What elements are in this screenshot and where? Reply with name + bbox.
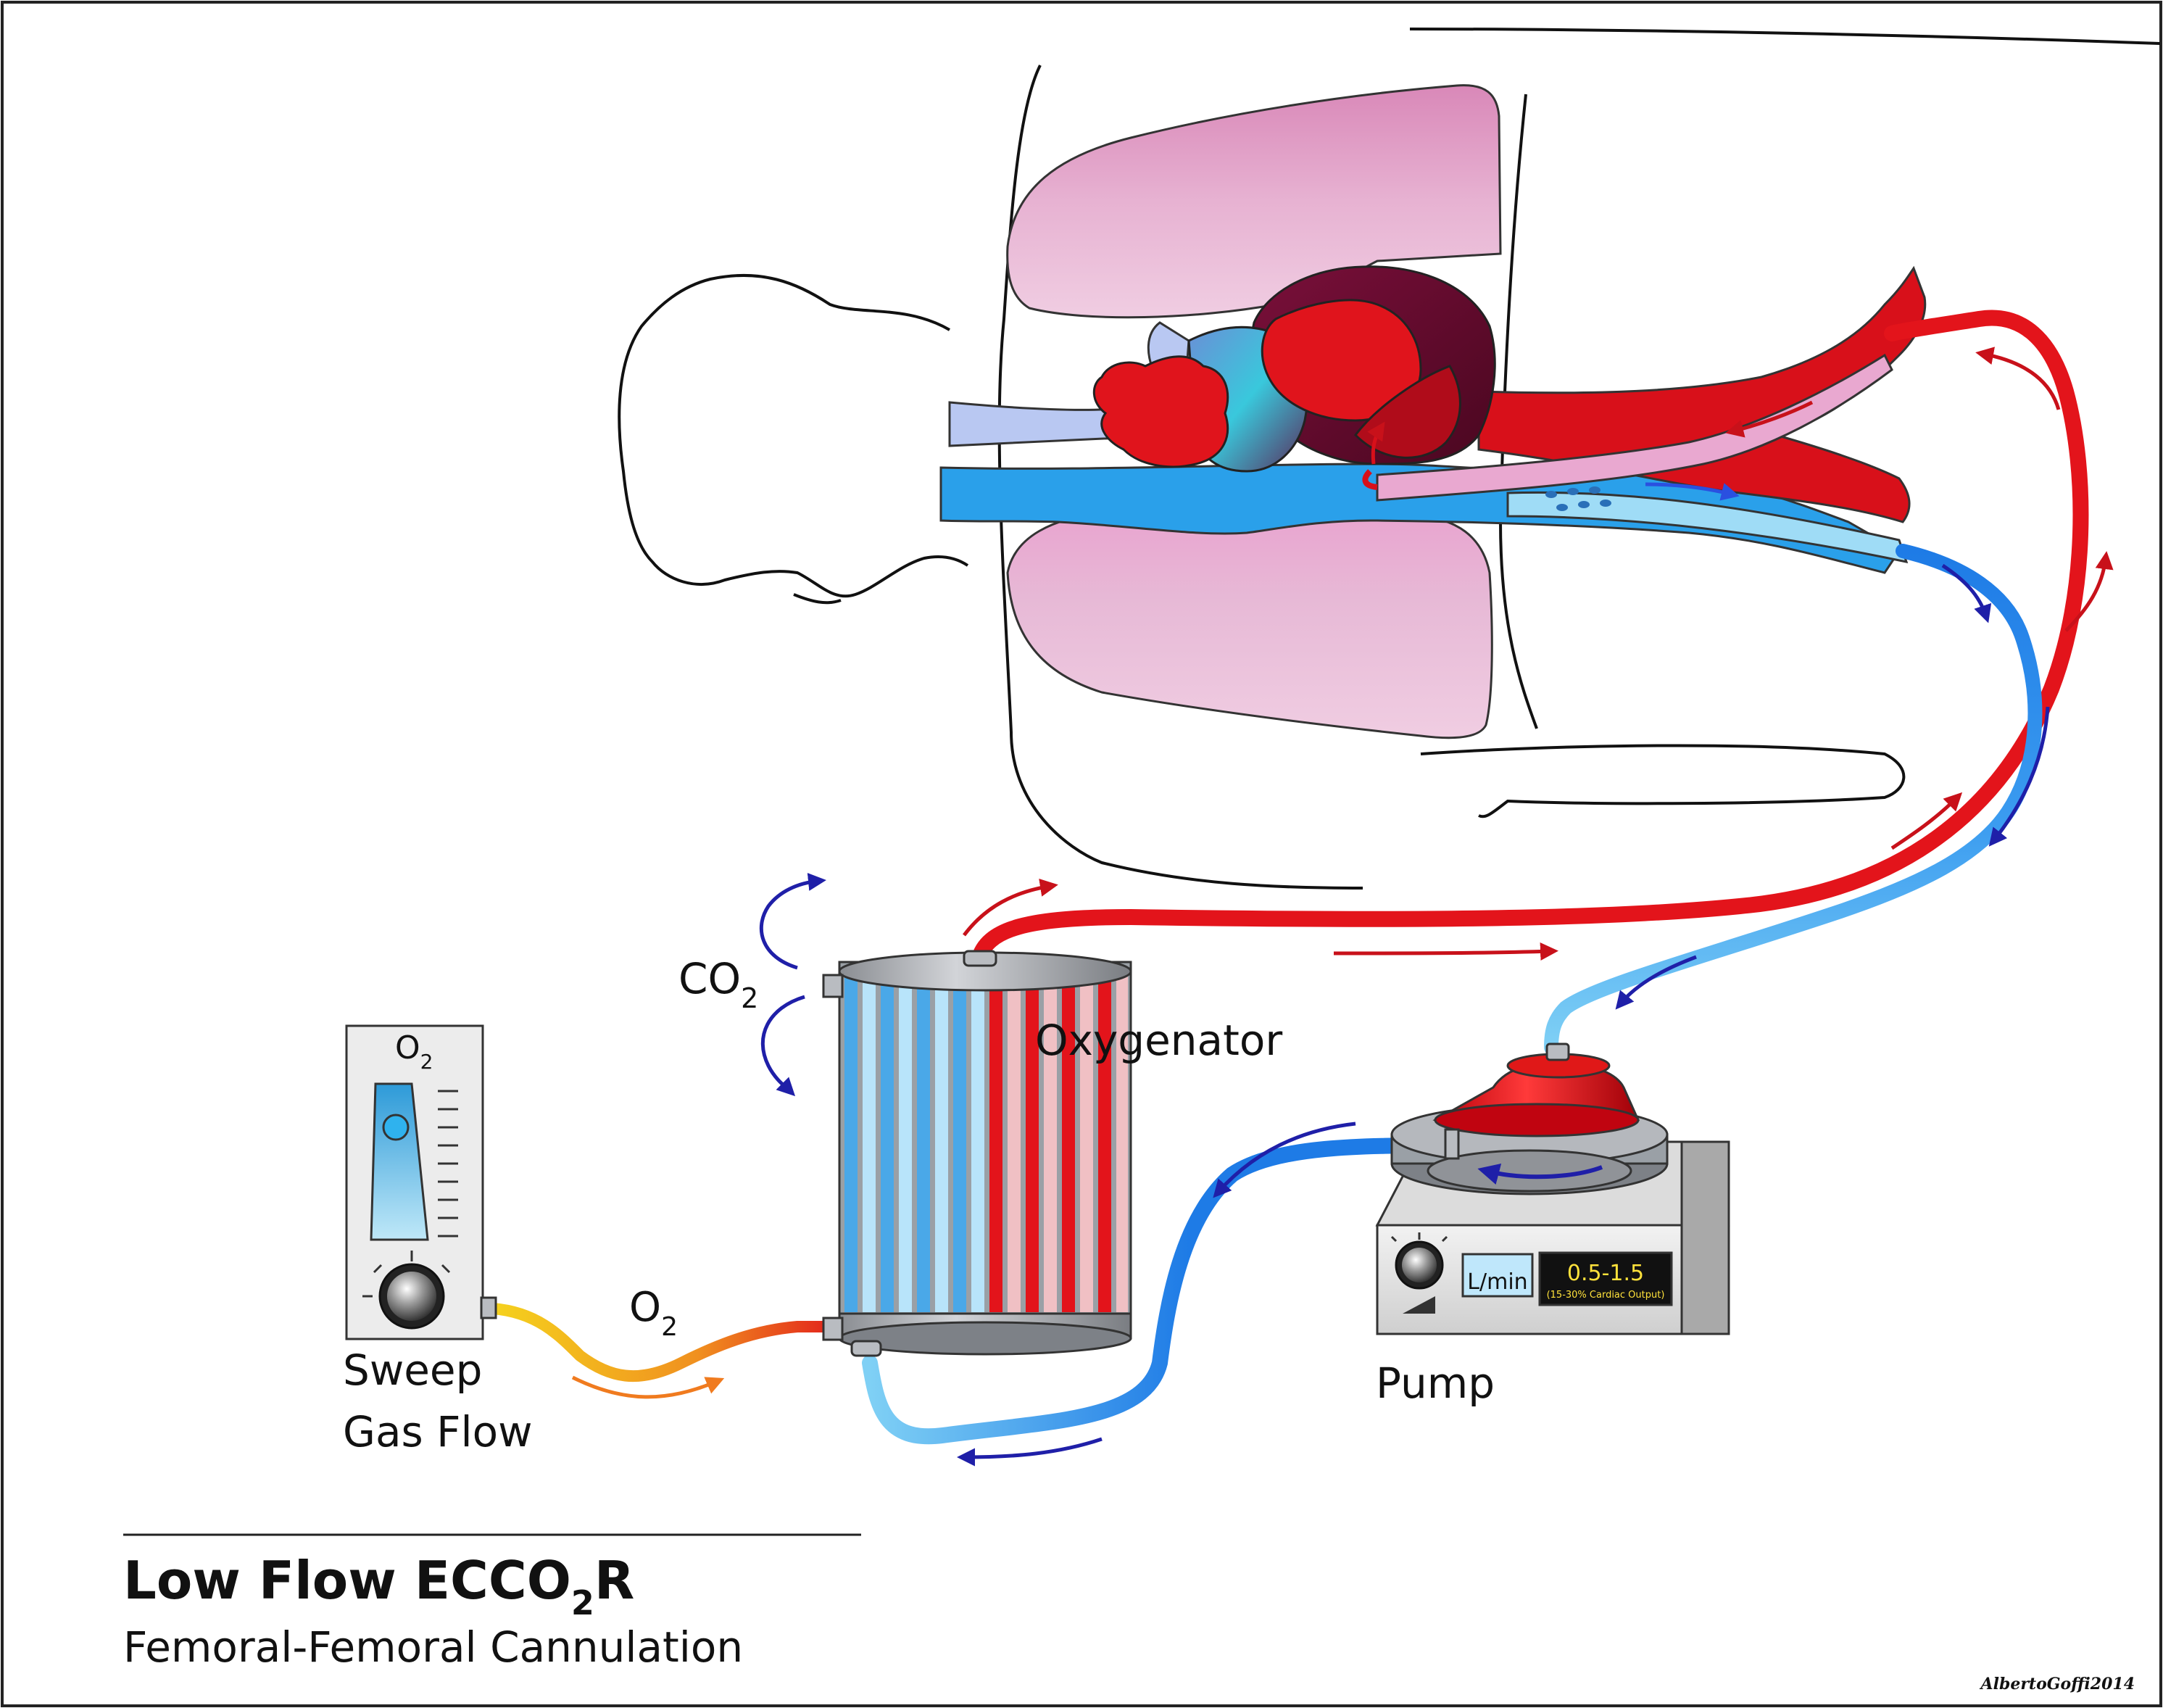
sweep-label-line1: Sweep	[343, 1346, 482, 1395]
flow-arrow-icon	[1477, 1164, 1603, 1185]
o2-tube-label: O2	[629, 1284, 678, 1342]
flow-arrow-icon	[1615, 955, 1697, 1010]
pump	[1375, 1042, 1730, 1335]
arterial-return-tube	[971, 310, 2089, 969]
aortic-arch	[1092, 355, 1229, 468]
circuit-flow-arrows	[571, 347, 2114, 1467]
pump-value-text: 0.5-1.5	[1567, 1261, 1644, 1286]
flow-arrow-icon	[957, 1437, 1103, 1467]
venous-drainage-tube	[1544, 544, 2043, 1055]
flow-arrow-icon	[2064, 551, 2114, 632]
flow-arrow-icon	[1890, 792, 1963, 850]
flowmeter-scale	[438, 1090, 458, 1238]
pump-unit-text: L/min	[1467, 1269, 1527, 1295]
flow-arrow-icon	[1333, 942, 1558, 961]
flow-arrow-icon	[1725, 400, 1814, 438]
page-title: Low Flow ECCO2R	[123, 1550, 634, 1622]
sweep-gas-tube	[487, 1303, 839, 1382]
speed-ramp-icon	[1403, 1296, 1435, 1314]
return-cannula	[1376, 353, 1893, 502]
co2-label: CO2	[678, 954, 758, 1014]
flow-arrow-icon	[759, 873, 826, 970]
pump-note-text: (15-30% Cardiac Output)	[1547, 1290, 1665, 1301]
cannula-holes	[1545, 486, 1611, 511]
pump-value-display	[1538, 1251, 1673, 1306]
pump-label: Pump	[1376, 1359, 1495, 1408]
flow-arrow-icon	[1988, 706, 2050, 847]
knob-ticks	[362, 1251, 451, 1298]
oxygenator	[822, 950, 1132, 1357]
flow-arrow-icon	[571, 1375, 725, 1399]
oxygenator-fibers	[844, 971, 1128, 1312]
flow-arrow-icon	[963, 879, 1058, 937]
signature: AlbertoGoffi2014	[1980, 1675, 2135, 1694]
flow-arrow-icon	[1367, 421, 1385, 465]
pump-outlet-tube	[862, 1137, 1458, 1445]
pump-unit-display	[1461, 1253, 1534, 1298]
flow-arrow-icon	[1213, 1122, 1356, 1198]
flow-arrow-icon	[1975, 347, 2061, 410]
oxygenator-label: Oxygenator	[1035, 1016, 1282, 1065]
cannula-tip	[1362, 469, 1378, 490]
sweep-label-line2: Gas Flow	[343, 1407, 533, 1456]
float-ball-icon	[382, 1114, 410, 1141]
flow-arrow-icon	[1941, 563, 1992, 623]
flow-arrow-icon	[1645, 482, 1740, 501]
drainage-cannula	[1506, 491, 1909, 564]
page-subtitle: Femoral-Femoral Cannulation	[123, 1622, 743, 1672]
o2-flowmeter	[345, 1024, 497, 1340]
pump-knob-ticks	[1390, 1232, 1448, 1243]
o2-flowmeter-label: O2	[395, 1029, 433, 1074]
flow-arrow-icon	[760, 995, 805, 1097]
upper-lung	[1006, 84, 1502, 319]
